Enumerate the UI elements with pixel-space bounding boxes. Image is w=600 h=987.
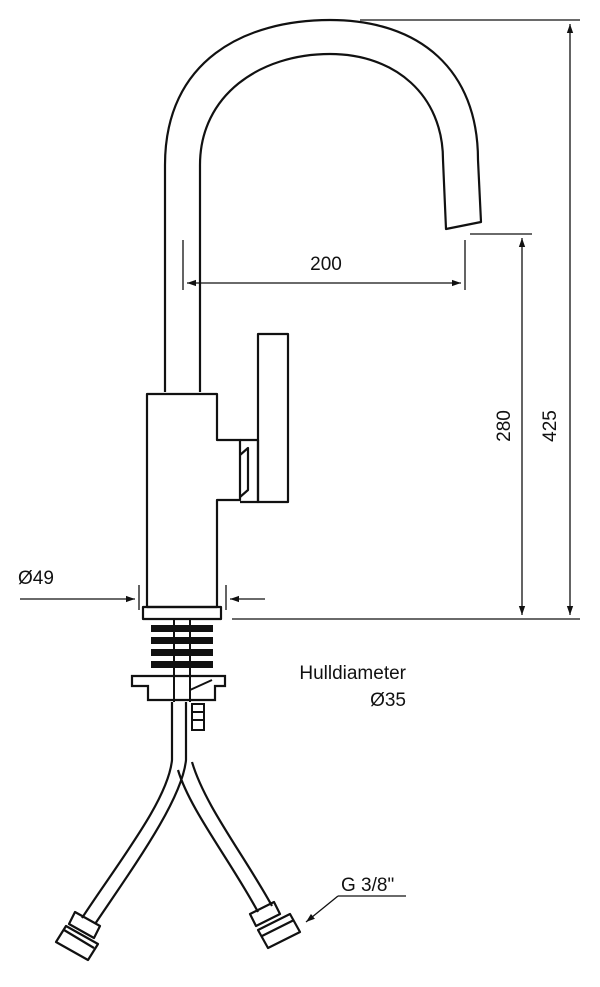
hose-left xyxy=(81,702,188,925)
base-plate xyxy=(141,605,223,621)
dim-label-280: 280 xyxy=(494,410,515,442)
hole-diameter-label: Hulldiameter xyxy=(299,663,406,684)
lever-handle xyxy=(256,332,290,504)
washer-4 xyxy=(151,661,213,668)
hole-diameter-value: Ø35 xyxy=(370,690,406,711)
hose-fitting xyxy=(191,703,205,731)
faucet-body xyxy=(145,392,242,609)
faucet-outline xyxy=(141,18,483,621)
mounting-nut xyxy=(130,674,227,702)
dim-label-425: 425 xyxy=(540,410,561,442)
flex-hoses xyxy=(54,702,302,962)
dim-label-200: 200 xyxy=(310,254,342,275)
dim-label-base-diameter: Ø49 xyxy=(18,568,54,589)
thread-size-label: G 3/8" xyxy=(341,875,394,896)
washer-2 xyxy=(151,637,213,644)
washer-3 xyxy=(151,649,213,656)
washer-1 xyxy=(151,625,213,632)
spout-tube xyxy=(163,18,483,392)
hose-right xyxy=(176,761,273,913)
left-hose-connector xyxy=(54,910,102,962)
thread-leader-arrow xyxy=(305,895,339,923)
mounting-shank xyxy=(130,619,227,731)
dimension-lines xyxy=(20,19,580,923)
lever-joint xyxy=(239,446,250,498)
right-hose-connector xyxy=(248,900,302,950)
